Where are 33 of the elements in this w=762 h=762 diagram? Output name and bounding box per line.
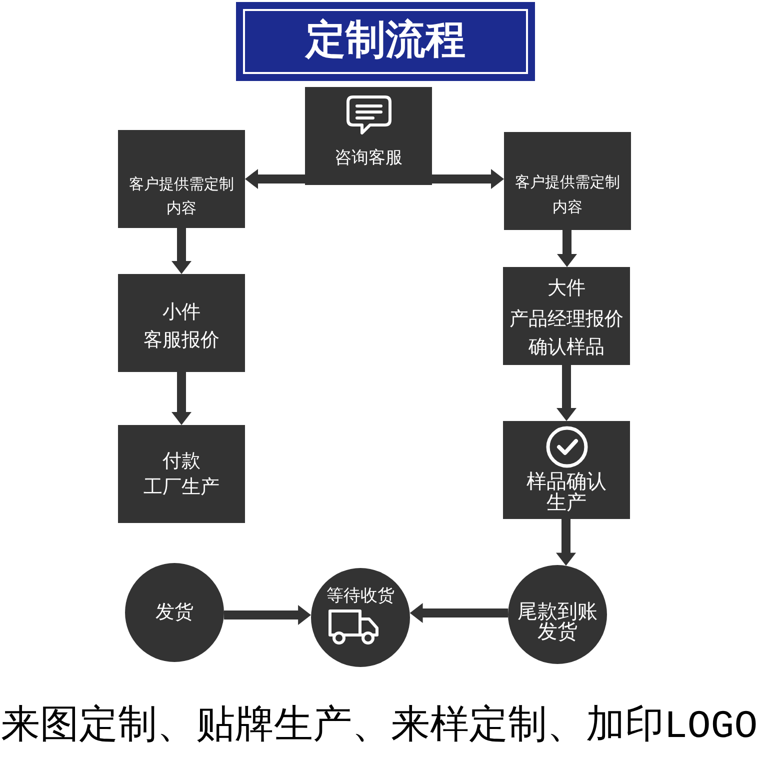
step-label: 工厂生产: [144, 475, 220, 499]
arrow: [432, 169, 504, 189]
step-box: [504, 132, 631, 230]
step-label: 等待收货: [326, 585, 394, 608]
step-label: 咨询客服: [334, 147, 402, 169]
step-label: 样品确认生产: [526, 471, 608, 513]
arrow: [224, 605, 312, 625]
arrow: [557, 230, 577, 267]
step-box: [305, 87, 432, 185]
step-label: 尾款到账: [518, 600, 598, 622]
step-label: 客服报价: [144, 328, 220, 352]
step-label: 付款: [162, 449, 200, 473]
step-label: 发货: [538, 620, 578, 642]
step-box: [503, 421, 630, 519]
arrow: [556, 365, 576, 421]
step-label: 发货: [156, 600, 194, 624]
step-box: [118, 274, 245, 372]
arrow: [172, 228, 192, 274]
arrow: [245, 169, 305, 189]
step-label: 小件: [162, 300, 200, 324]
step-label: 大件: [548, 276, 586, 300]
title-banner: 定制流程: [236, 2, 535, 81]
step-box: [118, 130, 245, 228]
arrow: [172, 372, 192, 425]
step-box: [503, 267, 630, 365]
step-box: [118, 425, 245, 523]
step-label: 客户提供需定制内容: [128, 174, 235, 219]
step-label: 产品经理报价: [510, 307, 624, 331]
step-label: 客户提供需定制内容: [514, 172, 621, 218]
arrow: [410, 603, 508, 623]
caption-text: 来图定制、贴牌生产、来样定制、加印LOGO: [1, 703, 758, 751]
step-label: 确认样品: [528, 335, 604, 359]
arrow: [556, 519, 576, 566]
